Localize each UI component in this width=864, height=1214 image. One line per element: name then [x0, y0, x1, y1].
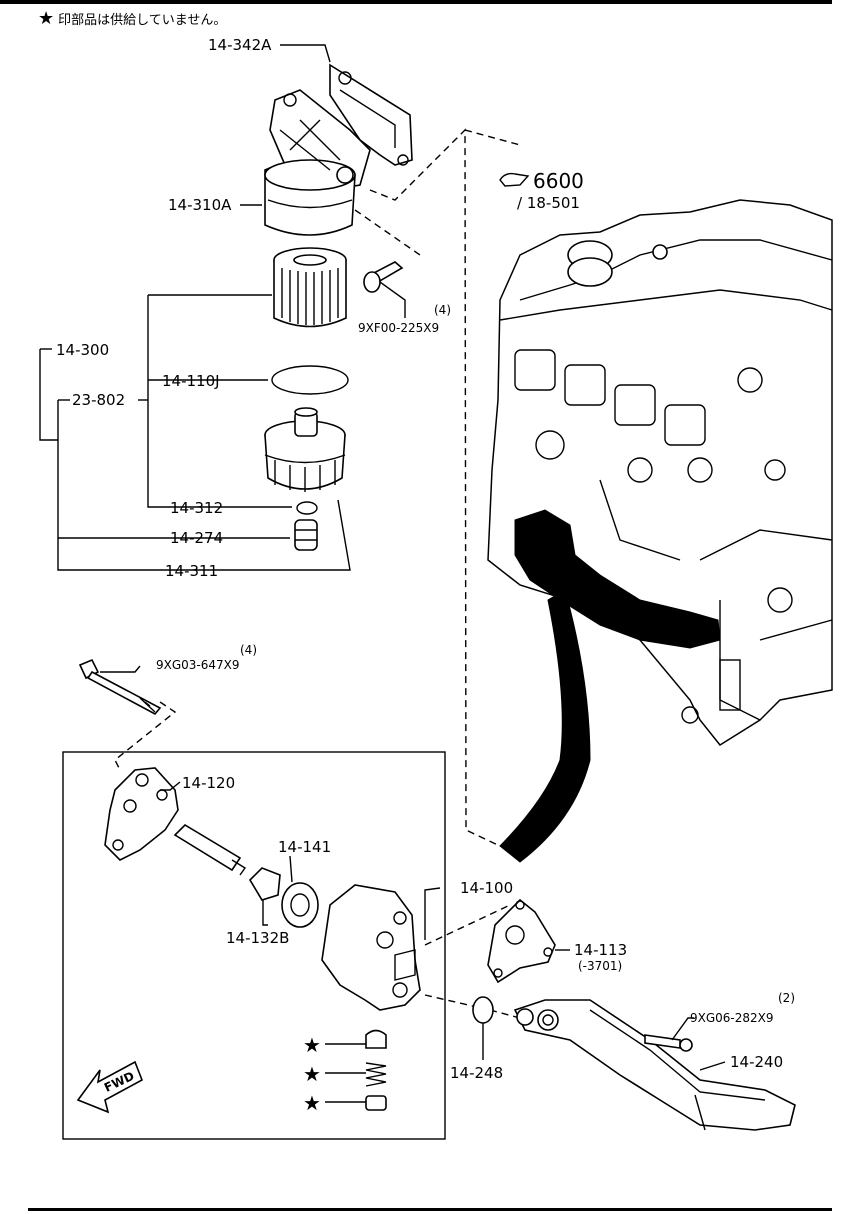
label-14-300: 14-300 [56, 341, 109, 359]
label-9xg06: 9XG06-282X9 [690, 1011, 774, 1025]
bottom-border [28, 1208, 832, 1211]
label-9xg03: 9XG03-647X9 [156, 658, 240, 672]
label-14-274: 14-274 [170, 529, 223, 547]
bolt-9xg03 [78, 658, 162, 716]
label-14-113: 14-113 [574, 941, 627, 959]
label-14-100: 14-100 [460, 879, 513, 897]
label-18-501: / 18-501 [517, 194, 580, 212]
oil-strainer-14-240 [513, 999, 796, 1131]
top-border [0, 0, 832, 4]
inner-rotor-14-132b [248, 867, 281, 901]
relief-plug [365, 1095, 387, 1111]
label-23-802: 23-802 [72, 391, 125, 409]
detail-box [62, 751, 446, 1140]
label-6600: 6600 [533, 169, 584, 193]
valve-14-274 [294, 519, 318, 551]
outer-rotor-14-141 [281, 882, 319, 928]
star-icon: ★ [38, 7, 55, 29]
note-text: 印部品は供給していません。 [58, 13, 227, 28]
label-14-311: 14-311 [165, 562, 218, 580]
label-14-310a: 14-310A [168, 196, 232, 214]
o-ring-14-248 [472, 996, 494, 1024]
label-14-240: 14-240 [730, 1053, 783, 1071]
label-9xf00: 9XF00-225X9 [358, 321, 439, 335]
label-14-132b: 14-132B [226, 929, 289, 947]
filter-housing-assembly [264, 63, 413, 236]
label-14-342a: 14-342A [208, 36, 272, 54]
o-ring-14-312 [296, 501, 318, 515]
pump-cover-14-120 [104, 767, 179, 861]
label-qty-2: (2) [778, 991, 795, 1005]
filter-cap [264, 407, 346, 492]
label-14-120: 14-120 [182, 774, 235, 792]
bolt-9xg06 [644, 1034, 693, 1052]
pump-body-14-100 [321, 884, 421, 1011]
label-qty-4-b: (4) [240, 643, 257, 657]
label-qty-4-a: (4) [434, 303, 451, 317]
label-14-312: 14-312 [170, 499, 223, 517]
star-icon: ★ [303, 1091, 321, 1115]
fwd-arrow-icon: FWD [76, 1060, 144, 1114]
engine-illustration [487, 199, 833, 863]
o-ring-14-110j [271, 365, 349, 395]
reference-hand-icon [499, 172, 530, 187]
bolt-9xf00 [363, 261, 404, 293]
filter-element [273, 247, 347, 328]
relief-spring [365, 1062, 387, 1087]
relief-plunger [365, 1029, 387, 1049]
label-14-248: 14-248 [450, 1064, 503, 1082]
gasket-14-113 [487, 898, 556, 984]
star-icon: ★ [303, 1033, 321, 1057]
header-note: ★ 印部品は供給していません。 [38, 9, 226, 28]
star-icon: ★ [303, 1062, 321, 1086]
label-14-110j: 14-110J [162, 372, 220, 390]
label-14-113-note: (-3701) [578, 959, 622, 973]
label-14-141: 14-141 [278, 838, 331, 856]
